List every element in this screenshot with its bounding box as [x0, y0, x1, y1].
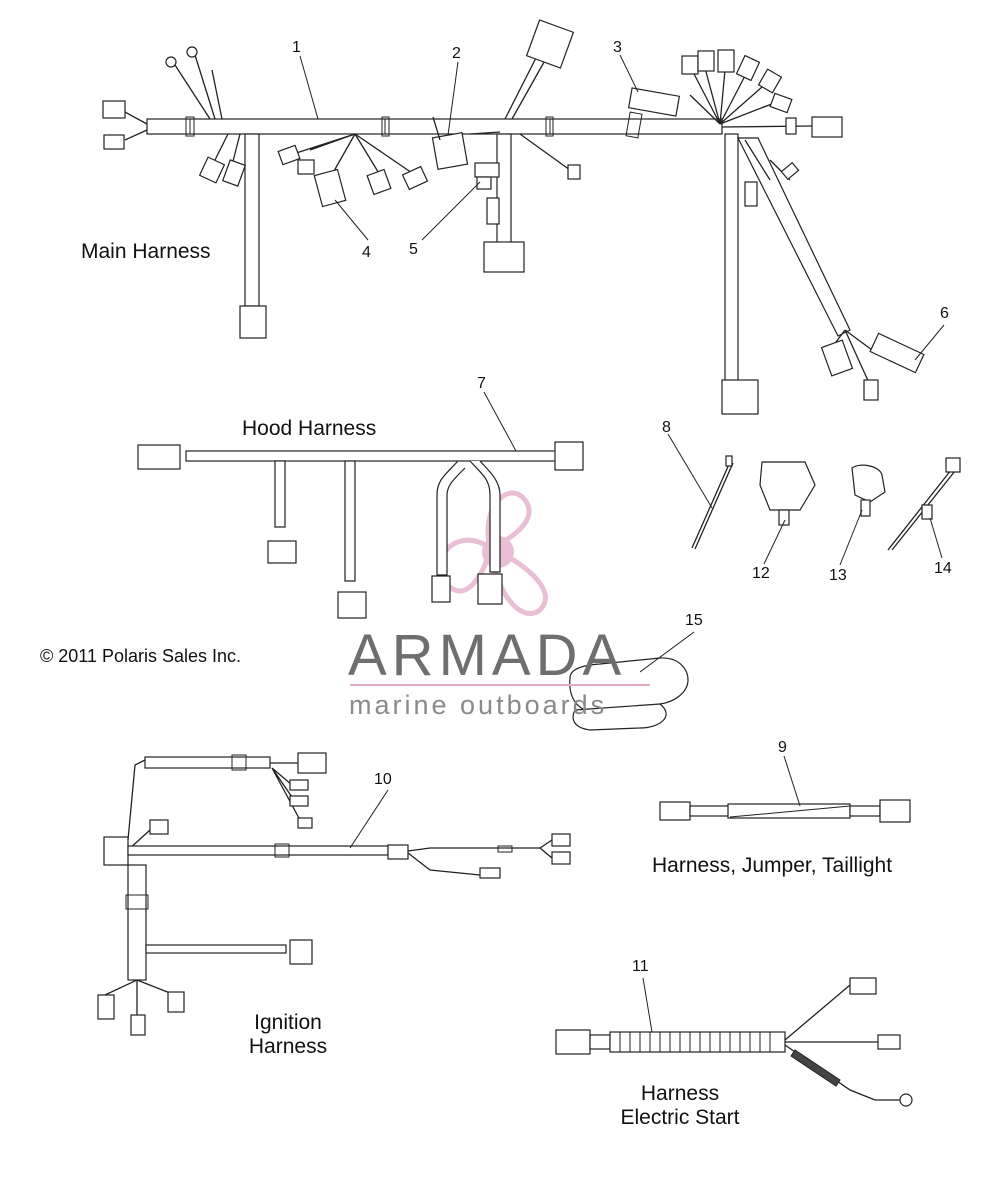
main-harness [102, 19, 925, 415]
ignition-harness-title: Ignition Harness [238, 1011, 338, 1059]
callout-12: 12 [752, 565, 770, 582]
callout-3: 3 [613, 39, 622, 56]
callout-4: 4 [362, 244, 371, 261]
callout-2: 2 [452, 45, 461, 62]
loose-parts [691, 455, 961, 551]
callout-8: 8 [662, 419, 671, 436]
callout-5: 5 [409, 241, 418, 258]
watermark-brand: ARMADA [348, 623, 627, 688]
callout-13: 13 [829, 567, 847, 584]
electric-start-title-line1: Harness [640, 1082, 720, 1105]
hood-harness [137, 441, 584, 619]
main-harness-title: Main Harness [81, 240, 211, 263]
callout-6: 6 [940, 305, 949, 322]
copyright-text: © 2011 Polaris Sales Inc. [40, 646, 242, 666]
callout-7: 7 [477, 375, 486, 392]
callout-11: 11 [632, 958, 649, 975]
callout-14: 14 [934, 560, 952, 577]
callout-10: 10 [374, 771, 392, 788]
ignition-harness [97, 752, 571, 1036]
ignition-harness-title-line1: Ignition [254, 1011, 322, 1034]
taillight-jumper-title: Harness, Jumper, Taillight [652, 854, 893, 877]
watermark-divider [350, 684, 650, 686]
callout-9: 9 [778, 739, 787, 756]
callout-1: 1 [292, 39, 301, 56]
leader-lines [299, 54, 945, 1033]
watermark-tagline: marine outboards [349, 690, 608, 720]
hood-harness-title: Hood Harness [242, 417, 377, 440]
callout-15: 15 [685, 612, 703, 629]
electric-start-harness [555, 977, 913, 1107]
taillight-jumper-harness [659, 799, 911, 823]
electric-start-title: Harness Electric Start [600, 1082, 760, 1130]
electric-start-title-line2: Electric Start [620, 1106, 740, 1129]
ignition-harness-title-line2: Harness [248, 1035, 328, 1058]
